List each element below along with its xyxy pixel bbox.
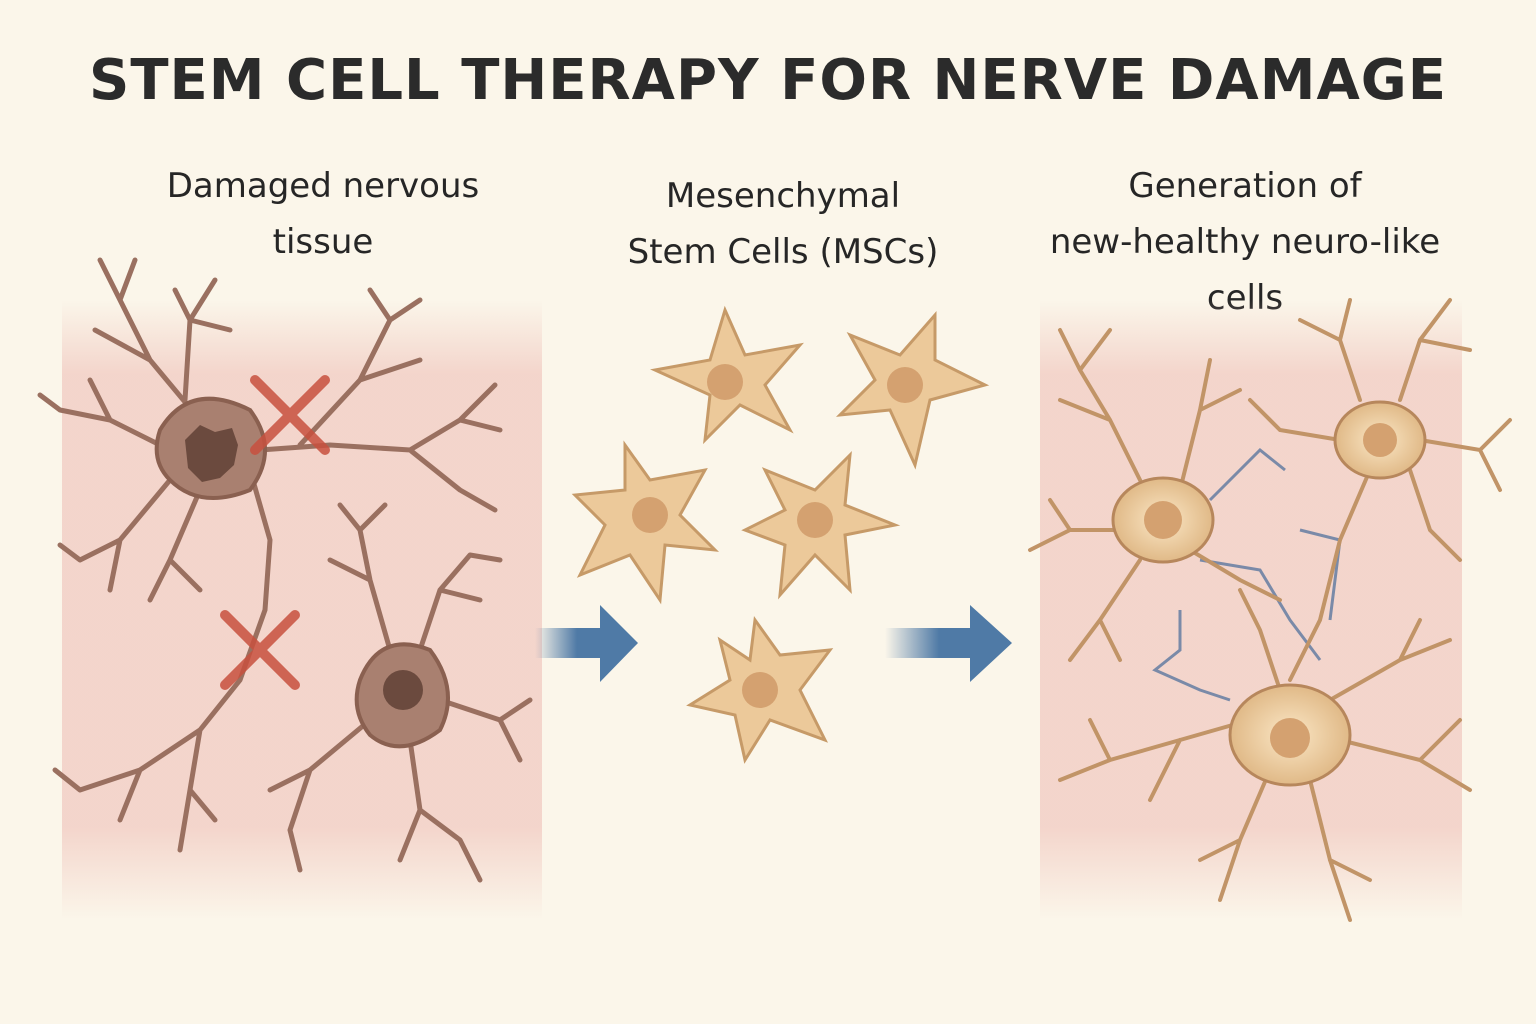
right-arrow-icon	[885, 605, 1012, 682]
right-arrow-icon	[535, 605, 638, 682]
damaged-nucleus-icon	[185, 425, 238, 482]
damage-x-icon	[250, 375, 330, 455]
stem-cell	[686, 616, 834, 764]
healthy-neuron-nucleus	[1363, 423, 1397, 457]
damaged-neuron-upper	[37, 257, 503, 853]
stem-cell	[835, 311, 990, 470]
label-line: Mesenchymal	[665, 176, 901, 216]
stem-cell	[650, 305, 804, 445]
stem-cell	[741, 450, 901, 600]
panel-label-damaged-tissue: Damaged nervous tissue	[118, 158, 528, 270]
label-line: tissue	[272, 222, 374, 262]
label-line: Generation of	[1128, 166, 1362, 206]
label-line: Damaged nervous	[166, 166, 480, 206]
stem-cell	[571, 440, 720, 605]
page-title: STEM CELL THERAPY FOR NERVE DAMAGE	[88, 48, 1447, 113]
healthy-neuron	[1028, 328, 1282, 662]
damaged-neuron-lower-nucleus	[383, 670, 423, 710]
healthy-neuron	[1248, 298, 1512, 682]
damage-x-icon	[220, 610, 300, 690]
panel-label-stem-cells: Mesenchymal Stem Cells (MSCs)	[578, 168, 988, 280]
healthy-neuron-nucleus	[1270, 718, 1310, 758]
label-line: new-healthy neuro-like	[1049, 222, 1441, 262]
healthy-neuron-nucleus	[1144, 501, 1182, 539]
damaged-tissue-background	[62, 300, 542, 920]
label-line: Stem Cells (MSCs)	[627, 232, 939, 272]
healthy-neuron	[1058, 588, 1472, 922]
damaged-neuron-lower	[267, 502, 533, 883]
